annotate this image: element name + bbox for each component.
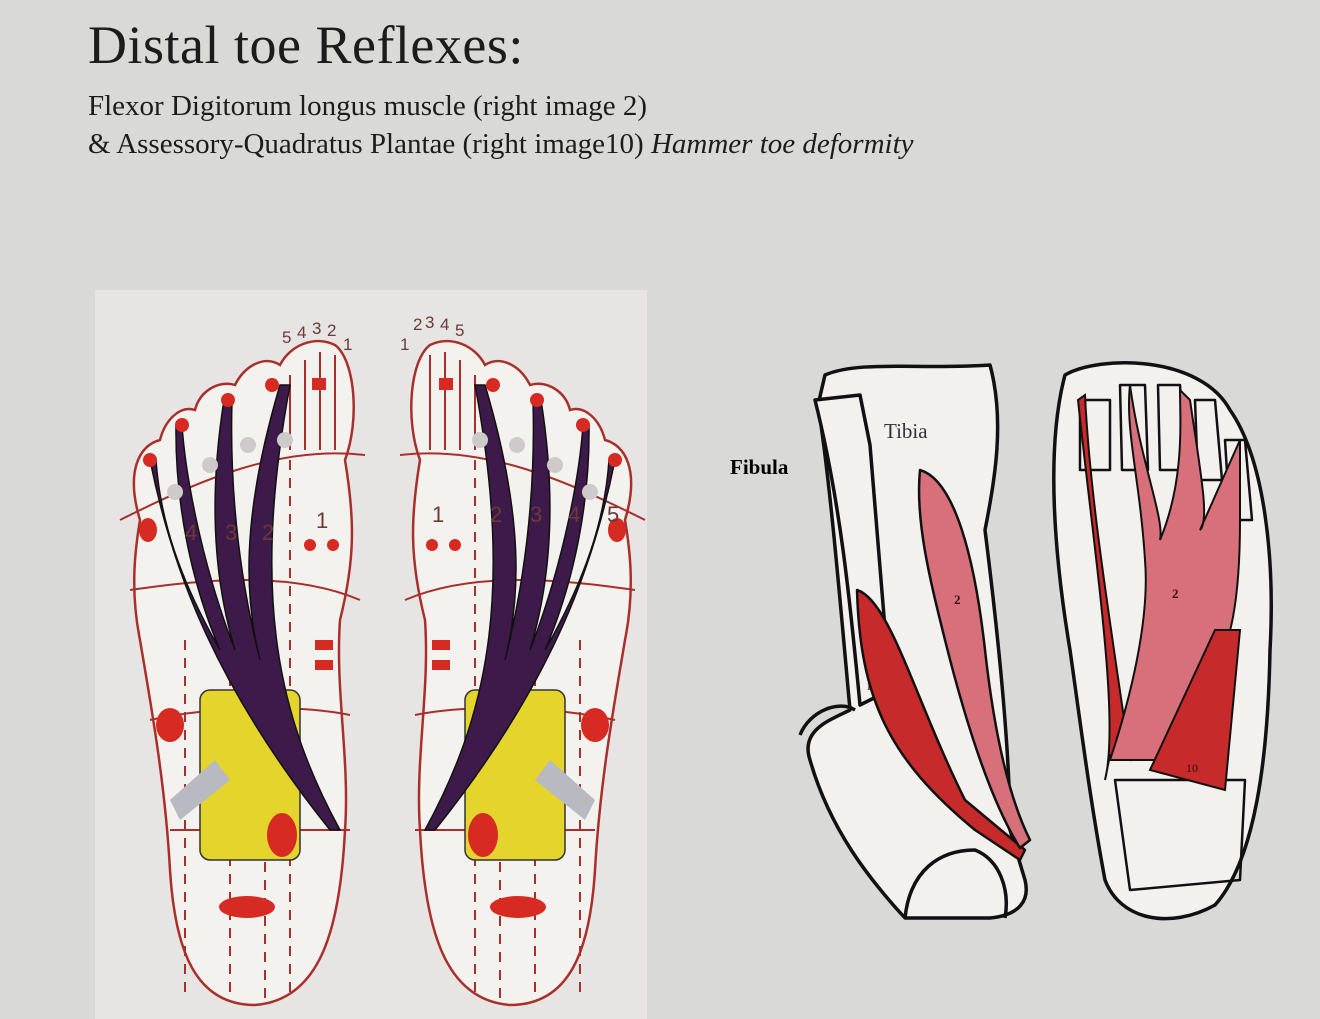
left-zone-number: 3 xyxy=(225,520,237,545)
right-toe-number: 1 xyxy=(400,335,409,354)
muscle-2-label: 2 xyxy=(954,592,961,607)
right-zone-number: 2 xyxy=(490,502,502,527)
subtitle-italic: Hammer toe deformity xyxy=(650,128,914,160)
left-toe-number: 3 xyxy=(312,319,321,338)
right-toe-number: 2 xyxy=(413,315,422,334)
muscle-1-label: 1 xyxy=(866,681,872,693)
right-zone-number: 4 xyxy=(568,502,580,527)
left-zone-number: 2 xyxy=(262,520,274,545)
right-toe-number: 5 xyxy=(455,321,464,340)
tibia-label: Tibia xyxy=(884,419,928,443)
subtitle-line-1: Flexor Digitorum longus muscle (right im… xyxy=(88,90,647,122)
left-zone-number: 1 xyxy=(316,508,328,533)
left-toe-number: 1 xyxy=(343,335,352,354)
right-zone-number: 1 xyxy=(432,502,444,527)
left-zone-number: 4 xyxy=(185,520,197,545)
sole-muscle-2-label: 2 xyxy=(1172,586,1179,601)
right-toe-number: 3 xyxy=(425,313,434,332)
right-toe-number: 4 xyxy=(440,315,449,334)
subtitle-line-2: & Assessory-Quadratus Plantae (right ima… xyxy=(88,128,914,161)
left-toe-number: 4 xyxy=(297,323,306,342)
right-zone-number: 5 xyxy=(607,502,619,527)
fibula-label: Fibula xyxy=(730,455,789,479)
right-foot-reflex-map xyxy=(398,339,647,1007)
subtitle-line-2-text: & Assessory-Quadratus Plantae (right ima… xyxy=(88,128,644,160)
left-toe-number: 2 xyxy=(327,321,336,340)
sole-muscles xyxy=(1076,384,1242,792)
left-toe-number: 5 xyxy=(282,328,291,347)
leg-anatomy-drawing xyxy=(798,363,1032,920)
right-zone-number: 3 xyxy=(530,502,542,527)
page-title: Distal toe Reflexes: xyxy=(88,15,524,75)
left-foot-reflex-map xyxy=(118,339,367,1007)
sole-muscle-10-label: 10 xyxy=(1186,761,1198,775)
